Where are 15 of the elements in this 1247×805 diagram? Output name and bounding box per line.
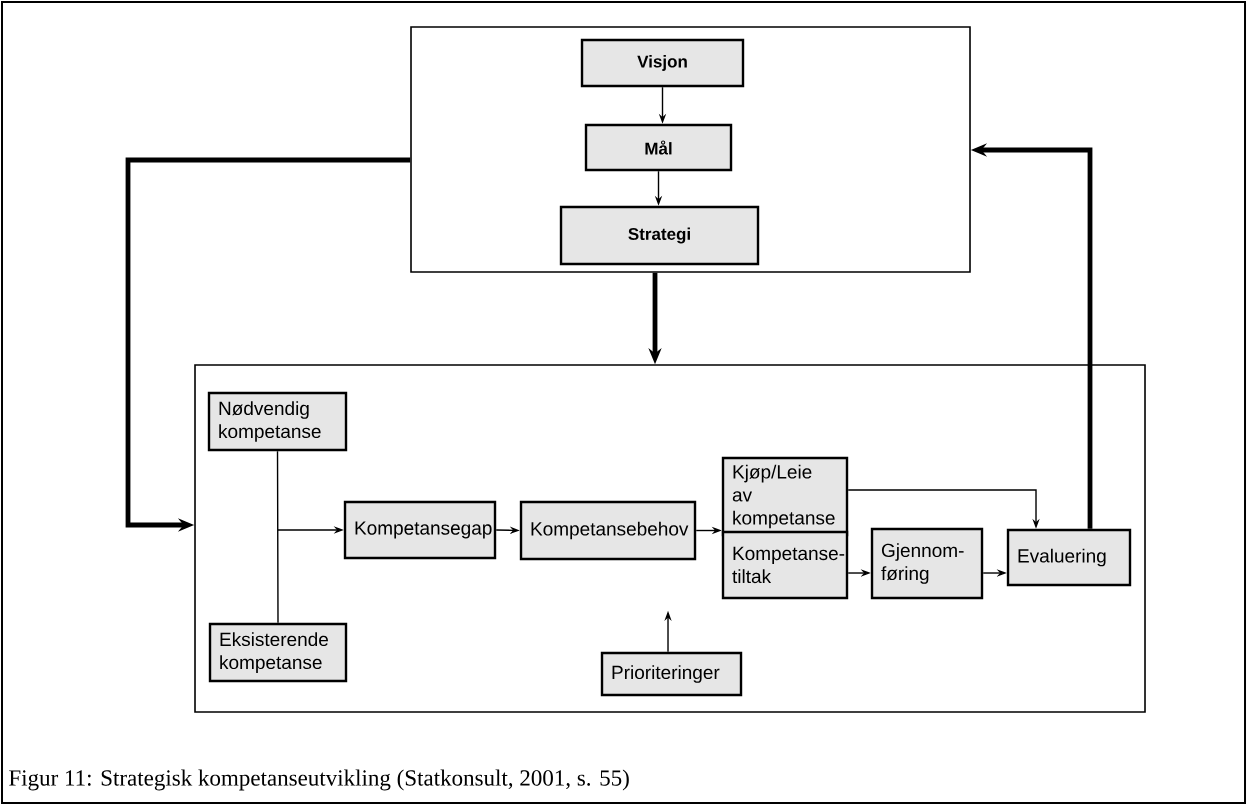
process-box: Nødvendig kompetanse — [207, 391, 348, 452]
process-box: Kompetanse- tiltak — [721, 530, 849, 600]
process-box: Evaluering — [1006, 528, 1132, 587]
process-box: Prioriteringer — [600, 651, 743, 697]
process-box: Eksisterende kompetanse — [208, 622, 348, 683]
process-box: Kompetansegap — [343, 500, 497, 560]
process-box: Strategi — [559, 205, 760, 266]
group-frame — [194, 364, 1146, 713]
process-box: Mål — [584, 123, 733, 172]
process-box: Gjennom- føring — [870, 527, 984, 600]
process-box: Kjøp/Leie av kompetanse — [721, 456, 849, 537]
group-frame — [410, 26, 971, 273]
process-box: Kompetansebehov — [519, 500, 697, 561]
process-box: Visjon — [580, 38, 745, 88]
caption: Figur 11: Strategisk kompetanseutvikling (Statkonsult, 2001, s. 55) — [9, 769, 629, 791]
